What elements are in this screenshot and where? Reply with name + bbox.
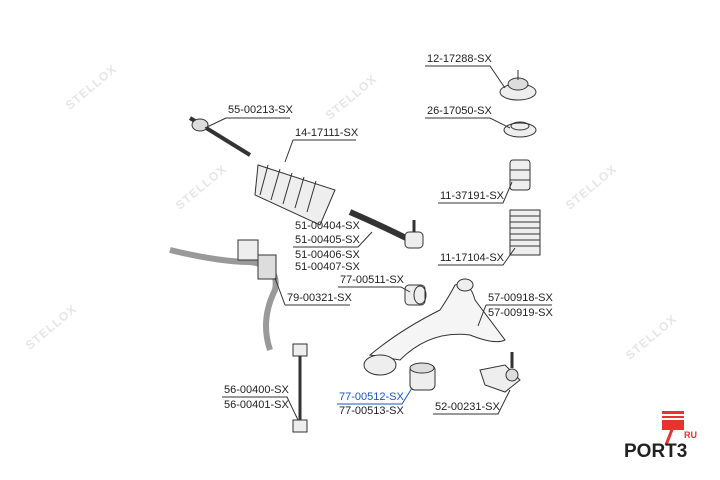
bump-stop-part bbox=[509, 159, 531, 191]
part-label[interactable]: 11-17104-SX bbox=[440, 252, 505, 264]
svg-text:RU: RU bbox=[684, 430, 697, 440]
dust-boot-part bbox=[509, 209, 541, 256]
stabilizer-link-part bbox=[292, 343, 308, 433]
stabilizer-bar-part bbox=[169, 239, 279, 351]
tie-rod-end-part bbox=[348, 209, 424, 249]
part-label[interactable]: 52-00231-SX bbox=[435, 401, 500, 413]
part-label[interactable]: 51-00404-SX bbox=[295, 220, 360, 232]
part-label[interactable]: 77-00513-SX bbox=[339, 405, 404, 417]
part-label[interactable]: 55-00213-SX bbox=[228, 104, 293, 116]
part-label[interactable]: 11-37191-SX bbox=[440, 190, 505, 202]
part-label[interactable]: 56-00400-SX bbox=[224, 384, 289, 396]
part-label[interactable]: 26-17050-SX bbox=[427, 105, 492, 117]
part-label[interactable]: 51-00405-SX bbox=[295, 234, 360, 246]
selected-part-label[interactable]: 77-00512-SX bbox=[339, 391, 404, 403]
inner-tie-rod-part bbox=[188, 116, 252, 157]
piston-icon: PORT3 RU bbox=[624, 411, 697, 462]
steering-boot-part bbox=[254, 164, 336, 226]
part-label[interactable]: 12-17288-SX bbox=[427, 53, 492, 65]
ball-joint-part bbox=[479, 352, 521, 393]
part-label[interactable]: 77-00511-SX bbox=[340, 274, 405, 286]
svg-text:PORT3: PORT3 bbox=[624, 441, 687, 462]
bushing-part bbox=[404, 284, 427, 306]
part-label[interactable]: 51-00406-SX bbox=[295, 249, 360, 261]
control-arm-part bbox=[363, 278, 506, 376]
strut-mount-part bbox=[499, 70, 537, 101]
part-label[interactable]: 51-00407-SX bbox=[295, 261, 360, 273]
selected-bushing-part bbox=[409, 362, 436, 391]
leader-lines bbox=[204, 65, 552, 421]
part-label[interactable]: 79-00321-SX bbox=[287, 292, 352, 304]
part-label[interactable]: 57-00918-SX bbox=[488, 292, 553, 304]
part-label[interactable]: 14-17111-SX bbox=[295, 127, 359, 139]
port3-logo: PORT3 RU bbox=[622, 405, 712, 465]
bearing-part bbox=[503, 121, 537, 138]
part-label[interactable]: 56-00401-SX bbox=[224, 399, 289, 411]
part-label[interactable]: 57-00919-SX bbox=[488, 307, 553, 319]
